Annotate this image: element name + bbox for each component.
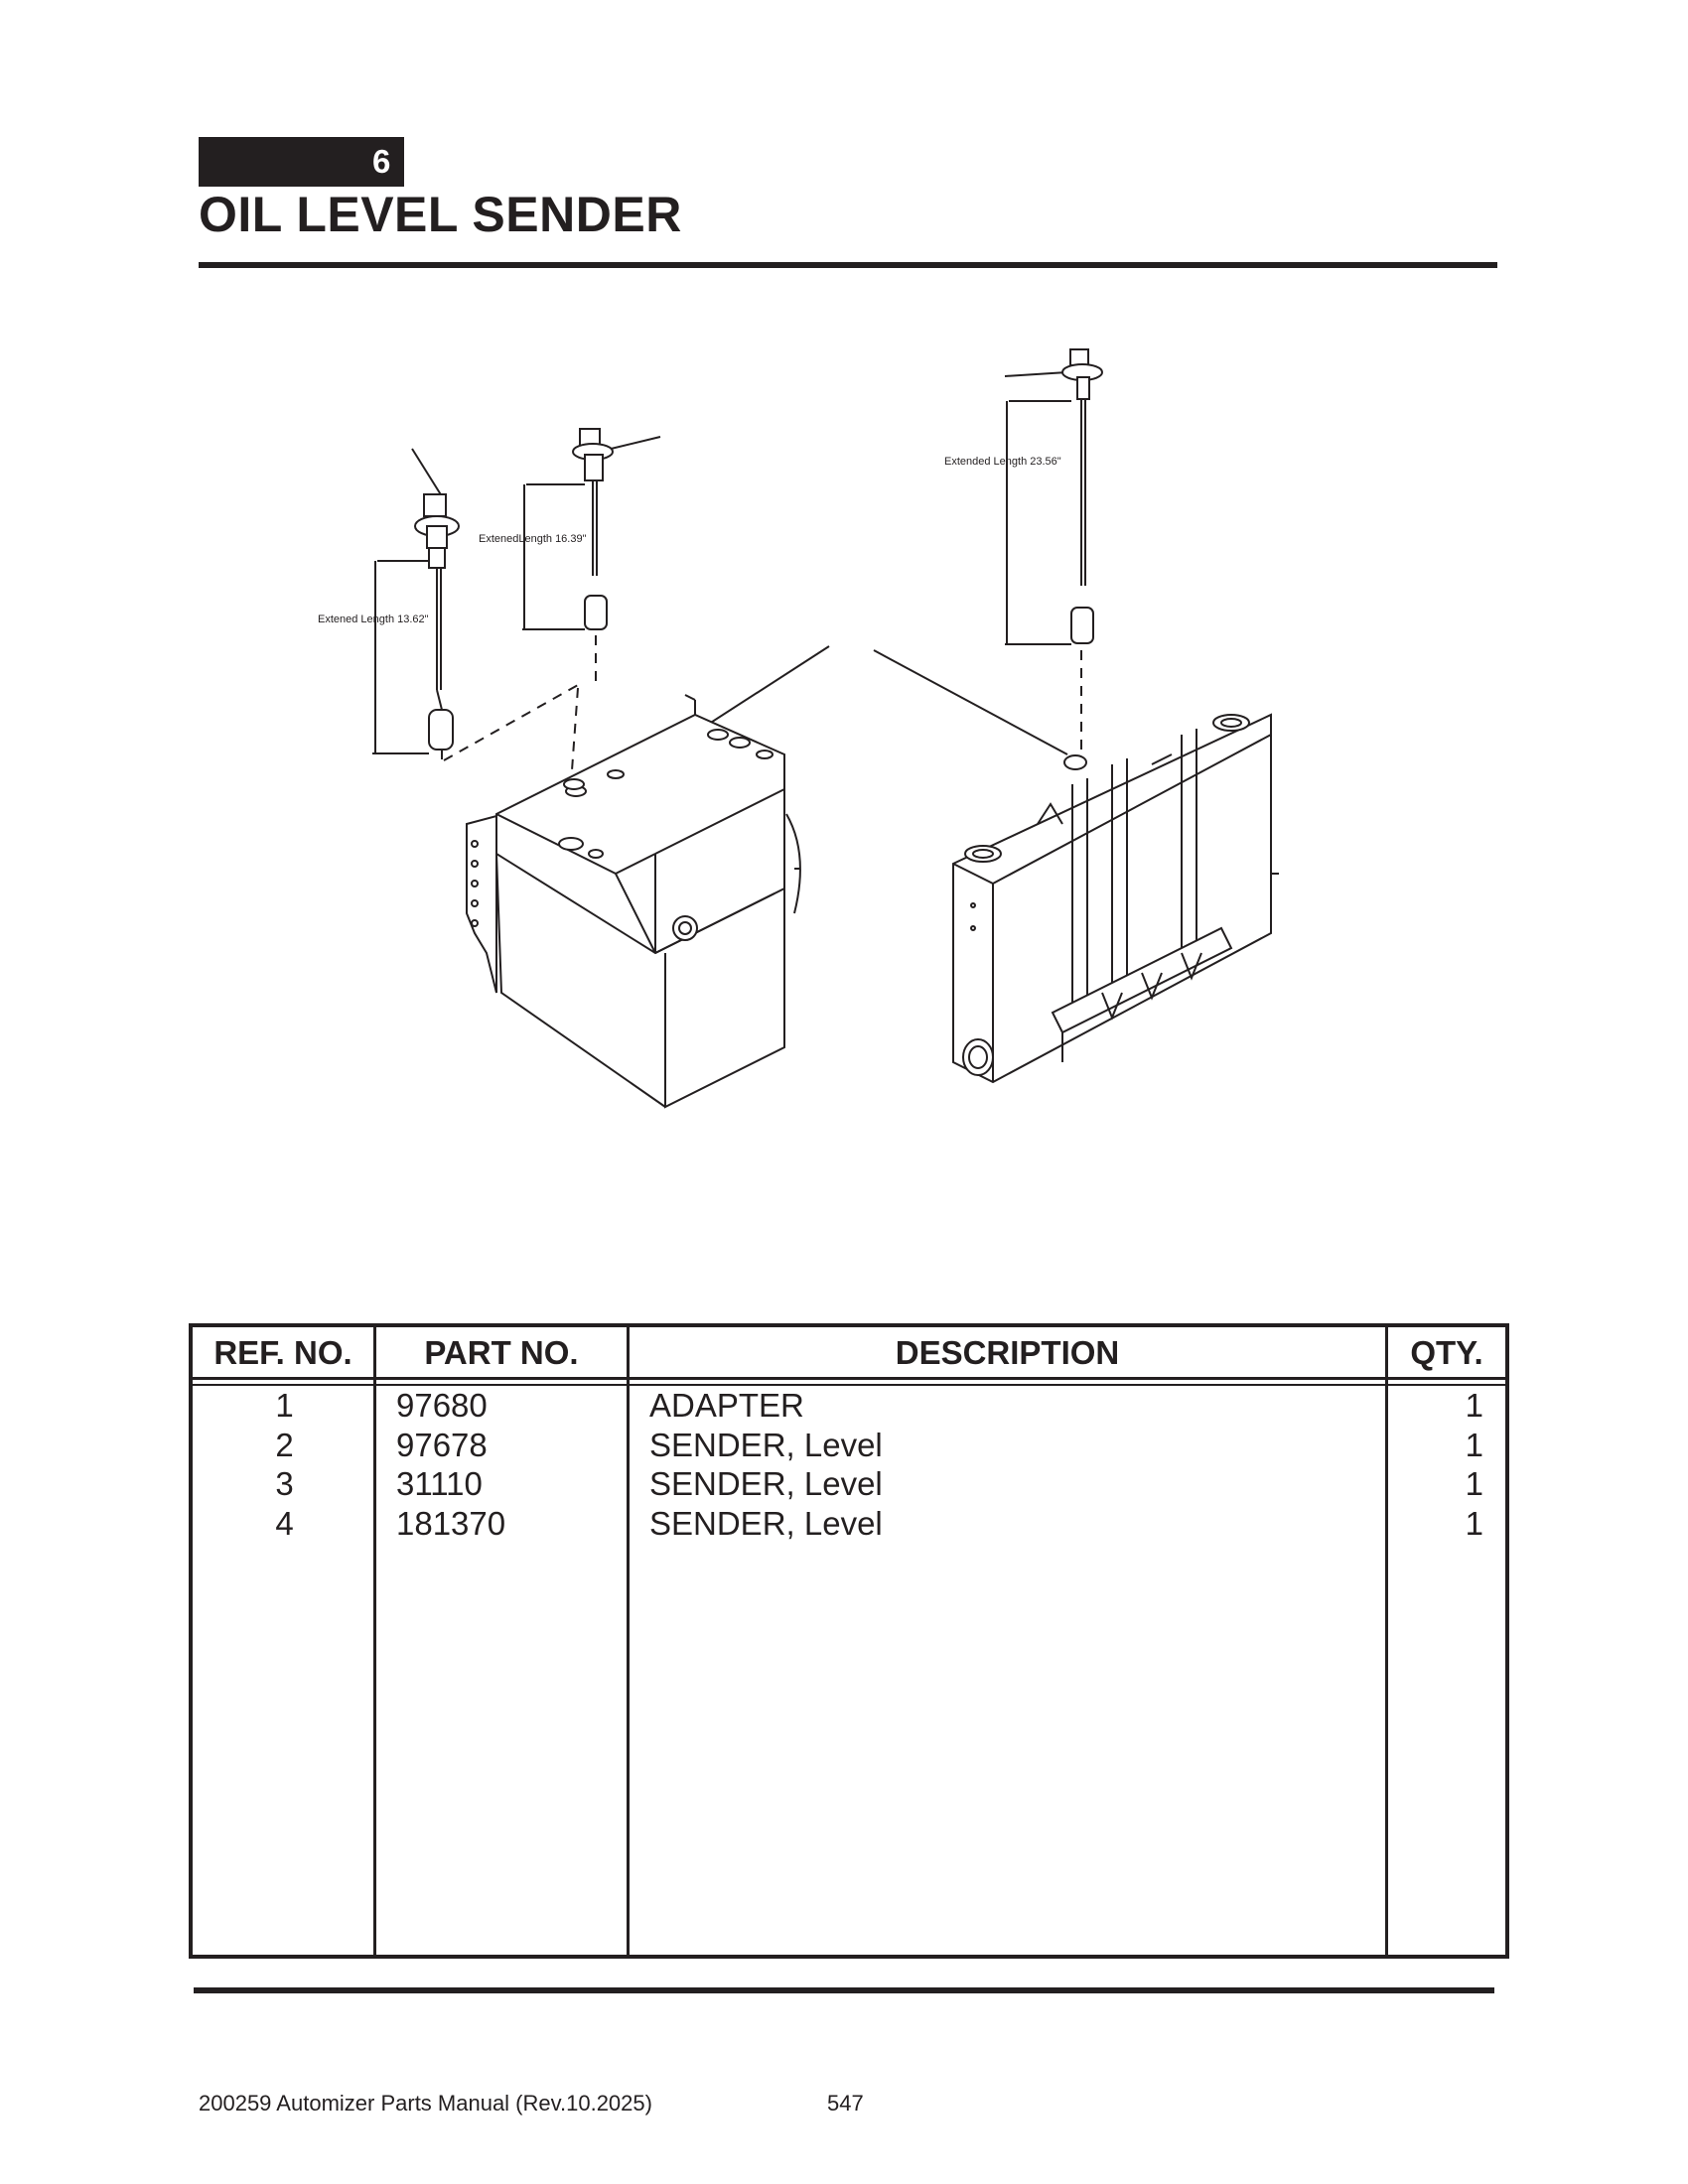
section-number: 6 (372, 143, 391, 180)
ref-no-cell: 4 (275, 1504, 294, 1542)
parts-table: REF. NO. PART NO. DESCRIPTION QTY. 1 976… (189, 1323, 1509, 1959)
part-no-cell: 97680 (396, 1387, 488, 1424)
part-no-cell: 97678 (396, 1426, 488, 1463)
leader-line-right (873, 649, 1068, 755)
column-divider (373, 1327, 376, 1955)
qty-cell: 1 (1465, 1504, 1483, 1542)
description-cell: SENDER, Level (649, 1426, 883, 1463)
description-cell: ADAPTER (649, 1387, 804, 1424)
header-rule-inner (193, 1384, 1505, 1386)
table-row: 2 97678 SENDER, Level 1 (193, 1426, 1505, 1465)
table-body: 1 97680 ADAPTER 1 2 97678 SENDER, Level … (193, 1386, 1505, 1543)
description-cell: SENDER, Level (649, 1504, 883, 1542)
dashed-leaders-left (441, 635, 597, 785)
level-sender-3 (1004, 348, 1103, 645)
header-part-no: PART NO. (424, 1334, 579, 1371)
column-divider (627, 1327, 630, 1955)
level-sender-1 (372, 448, 460, 754)
part-no-cell: 181370 (396, 1504, 506, 1542)
dimension-label-1: Extened Length 13.62" (318, 614, 429, 625)
ref-no-cell: 1 (275, 1387, 294, 1424)
section-tag: SECTION 6 (199, 137, 404, 229)
column-divider (1385, 1327, 1388, 1955)
dimension-label-2: ExtenedLength 16.39" (479, 533, 587, 545)
qty-cell: 1 (1465, 1465, 1483, 1502)
table-row: 3 31110 SENDER, Level 1 (193, 1464, 1505, 1504)
part-no-cell: 31110 (396, 1465, 483, 1502)
qty-cell: 1 (1465, 1426, 1483, 1463)
ref-no-cell: 3 (275, 1465, 294, 1502)
hydraulic-oil-tank (466, 694, 801, 1109)
bottom-rule (194, 1987, 1494, 1993)
description-cell: SENDER, Level (649, 1465, 883, 1502)
level-sender-2 (522, 428, 661, 630)
adapter-fitting (1063, 754, 1087, 770)
fuel-tank (952, 713, 1279, 1084)
table-row: 1 97680 ADAPTER 1 (193, 1386, 1505, 1426)
title-rule (199, 262, 1497, 268)
header-ref-no: REF. NO. (213, 1334, 352, 1371)
footer-document-title: 200259 Automizer Parts Manual (Rev.10.20… (199, 2091, 652, 2116)
qty-cell: 1 (1465, 1387, 1483, 1424)
section-label: SECTION (221, 193, 368, 229)
page-number: 547 (827, 2091, 864, 2116)
ref-no-cell: 2 (275, 1426, 294, 1463)
header-qty: QTY. (1410, 1334, 1483, 1371)
table-row: 4 181370 SENDER, Level 1 (193, 1504, 1505, 1544)
page-title: OIL LEVEL SENDER (199, 187, 682, 242)
header-rule (193, 1377, 1505, 1380)
exploded-parts-diagram: Extened Length 13.62" ExtenedLength 16.3… (318, 348, 1279, 1109)
dimension-label-3: Extended Length 23.56" (944, 456, 1061, 468)
header-description: DESCRIPTION (895, 1334, 1120, 1371)
